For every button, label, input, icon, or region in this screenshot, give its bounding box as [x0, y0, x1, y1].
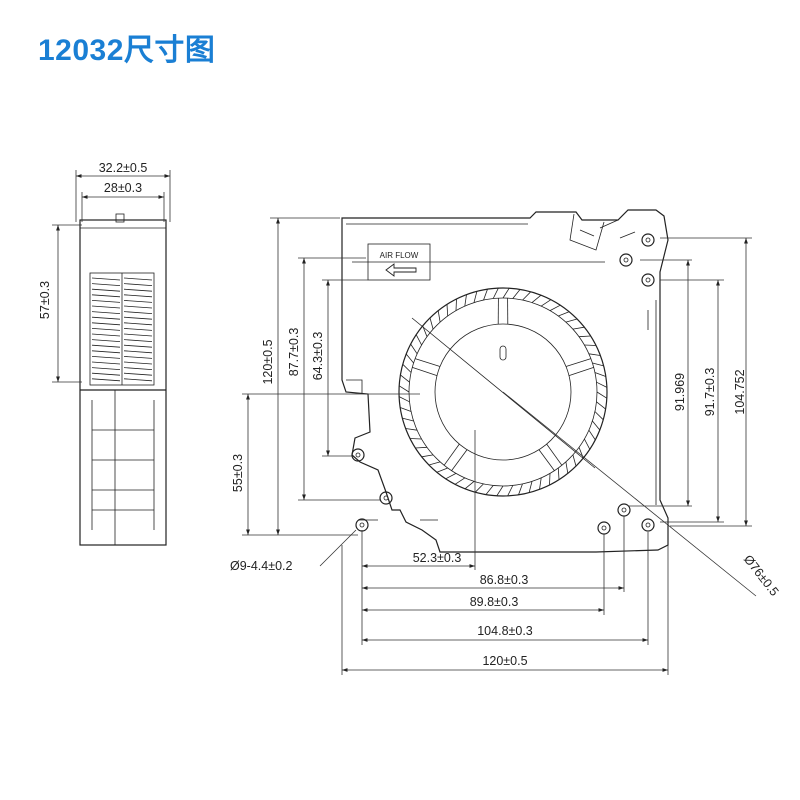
air-flow-indicator: AIR FLOW: [367, 243, 431, 281]
dim-width-52: 52.3±0.3: [413, 551, 462, 565]
mounting-hole: [351, 448, 365, 462]
mounting-hole: [355, 518, 369, 532]
dim-hole-diameter: Ø9-4.4±0.2: [230, 559, 292, 573]
dim-impeller-diameter: Ø76±0.5: [741, 552, 782, 598]
page-title: 12032尺寸图: [38, 34, 216, 67]
mounting-hole: [641, 233, 655, 247]
dim-height-87: 87.7±0.3: [287, 328, 301, 377]
fan-housing-outline: [341, 209, 669, 553]
mounting-hole: [597, 521, 611, 535]
mounting-hole: [641, 273, 655, 287]
mounting-hole: [641, 518, 655, 532]
side-view-outline: [79, 219, 167, 546]
outlet-grille: [89, 272, 155, 386]
dim-side-width-outer: 32.2±0.5: [99, 161, 148, 175]
dim-width-898: 89.8±0.3: [470, 595, 519, 609]
dim-width-1048: 104.8±0.3: [477, 624, 533, 638]
mounting-hole: [619, 253, 633, 267]
dim-right-917: 91.7±0.3: [703, 368, 717, 417]
front-view: AIR FLOW 120±0.5: [230, 209, 782, 675]
air-flow-arrow-icon: [385, 263, 417, 277]
dim-width-868: 86.8±0.3: [480, 573, 529, 587]
impeller: [398, 287, 608, 497]
dim-side-height: 57±0.3: [38, 281, 52, 319]
side-view: 32.2±0.5 28±0.3 57±0.3: [38, 161, 171, 546]
dim-side-width-inner: 28±0.3: [104, 181, 142, 195]
dim-height-55: 55±0.3: [231, 454, 245, 492]
mounting-hole: [379, 491, 393, 505]
dim-right-91969: 91.969: [673, 373, 687, 411]
dim-height-64: 64.3±0.3: [311, 332, 325, 381]
mounting-holes: [351, 233, 655, 535]
dim-height-total: 120±0.5: [261, 339, 275, 384]
dim-right-104752: 104.752: [733, 369, 747, 414]
dim-width-total: 120±0.5: [482, 654, 527, 668]
air-flow-label: AIR FLOW: [380, 251, 419, 260]
